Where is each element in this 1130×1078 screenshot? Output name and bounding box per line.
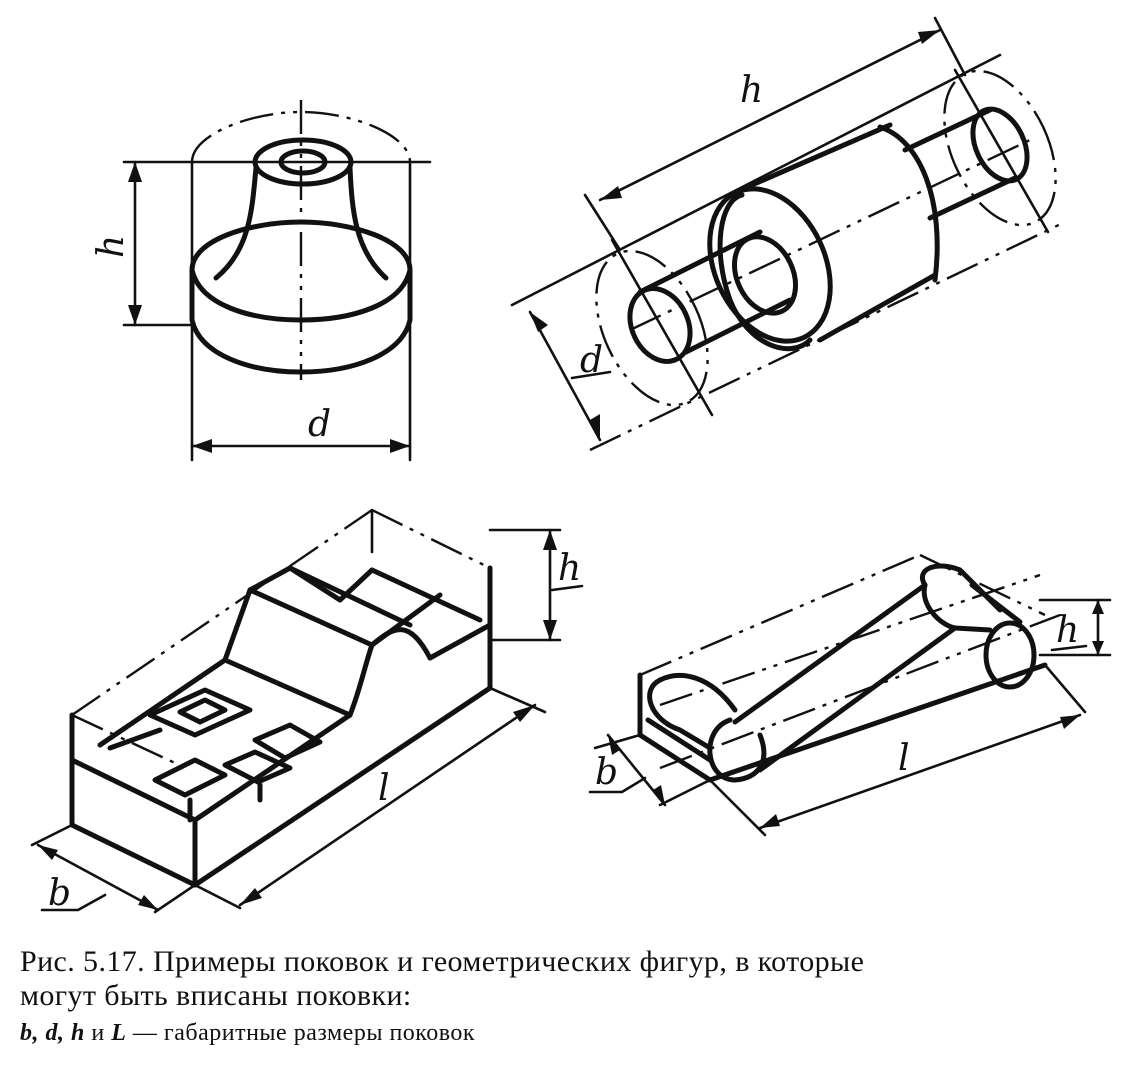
- dim-label-l-crank: l: [898, 738, 910, 779]
- dim-label-h-shaft: h: [740, 70, 763, 111]
- forging-block: h l b: [30, 508, 584, 914]
- figure-caption: Рис. 5.17. Примеры поковок и геометричес…: [20, 945, 1115, 1049]
- dim-label-d: d: [308, 404, 331, 445]
- dim-label-d-shaft: d: [580, 340, 603, 381]
- forging-cylindrical-flange: h d: [91, 100, 432, 462]
- forging-figure: h d h d: [30, 16, 1112, 914]
- dim-label-l-block: l: [378, 768, 390, 809]
- caption-line-1: Рис. 5.17. Примеры поковок и геометричес…: [20, 945, 865, 978]
- dim-label-h-block: h: [558, 548, 581, 589]
- dim-label-h-crank: h: [1056, 610, 1079, 651]
- caption-var-L: L: [111, 1020, 127, 1046]
- caption-rest: — габаритные размеры поковок: [126, 1020, 476, 1046]
- caption-vars: b, d, h: [20, 1020, 85, 1046]
- forging-stepped-shaft: h d: [510, 16, 1066, 452]
- forging-crank: h l b: [588, 553, 1112, 837]
- caption-line-3: b, d, h и L — габаритные размеры поковок: [20, 1017, 1115, 1049]
- dim-label-b-crank: b: [595, 752, 618, 793]
- dim-label-b-block: b: [48, 873, 71, 914]
- caption-line-2: могут быть вписаны поковки:: [20, 979, 412, 1012]
- dim-label-h: h: [91, 235, 132, 258]
- caption-and: и: [84, 1020, 112, 1046]
